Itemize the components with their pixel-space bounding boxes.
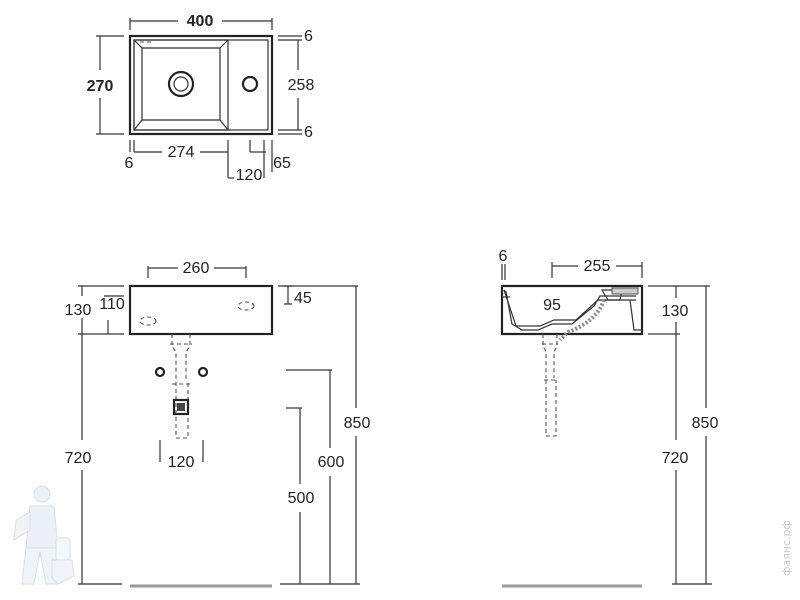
dim-side-bowl-depth: 95 (543, 297, 561, 314)
watermark-text: фаянс.рф (780, 520, 793, 576)
dim-front-mount-height: 720 (65, 450, 92, 467)
dim-top-edge-top: 6 (304, 28, 313, 45)
front-siphon (171, 334, 191, 439)
top-basin-inner-rim (133, 39, 269, 131)
top-basin-outline (128, 34, 274, 136)
front-view: 120 260 130 110 720 45 850 (65, 260, 371, 588)
dim-front-bowl-span: 260 (183, 260, 210, 277)
dim-top-depth: 270 (87, 78, 114, 95)
dim-top-edge-bottom: 6 (304, 124, 313, 141)
side-siphon (542, 334, 558, 437)
dim-front-height-600: 600 (318, 454, 345, 471)
dim-side-total-height: 850 (692, 415, 719, 432)
front-basin-outline (128, 284, 274, 336)
dim-top-tap-offset: 65 (273, 155, 291, 172)
front-valve-right (197, 366, 209, 378)
top-bowl-bevel (133, 39, 229, 131)
dim-front-height-110: 110 (99, 296, 125, 313)
dim-front-pipe-spacing: 120 (168, 454, 195, 471)
top-view: 400 270 6 258 6 6 274 120 65 (87, 13, 315, 184)
dim-side-height-130: 130 (662, 303, 689, 320)
top-drain-outer (167, 70, 195, 98)
dim-top-tap-spacing: 120 (236, 167, 263, 184)
dim-side-wall-gap: 6 (499, 248, 508, 265)
dim-front-rim: 45 (294, 290, 312, 307)
front-valve-left (154, 366, 166, 378)
dim-front-height-130: 130 (65, 302, 92, 319)
dim-side-depth: 255 (584, 258, 611, 275)
dim-top-inner-depth: 258 (288, 77, 315, 94)
plumber-mascot-logo (13, 485, 75, 585)
front-drain-outlet (172, 398, 190, 416)
side-view: 6 255 95 130 720 850 (499, 248, 719, 588)
top-tap-hole (241, 75, 259, 93)
dim-front-total-height: 850 (344, 415, 371, 432)
side-basin-profile (500, 284, 644, 336)
dim-top-width: 400 (187, 13, 214, 30)
dim-front-height-500: 500 (288, 490, 315, 507)
side-overflow-pipe (558, 299, 606, 342)
top-drain-inner (173, 76, 189, 92)
dim-top-offset-left: 6 (125, 155, 134, 172)
dim-top-bowl-width: 274 (168, 144, 195, 161)
dim-side-mount-height: 720 (662, 450, 689, 467)
